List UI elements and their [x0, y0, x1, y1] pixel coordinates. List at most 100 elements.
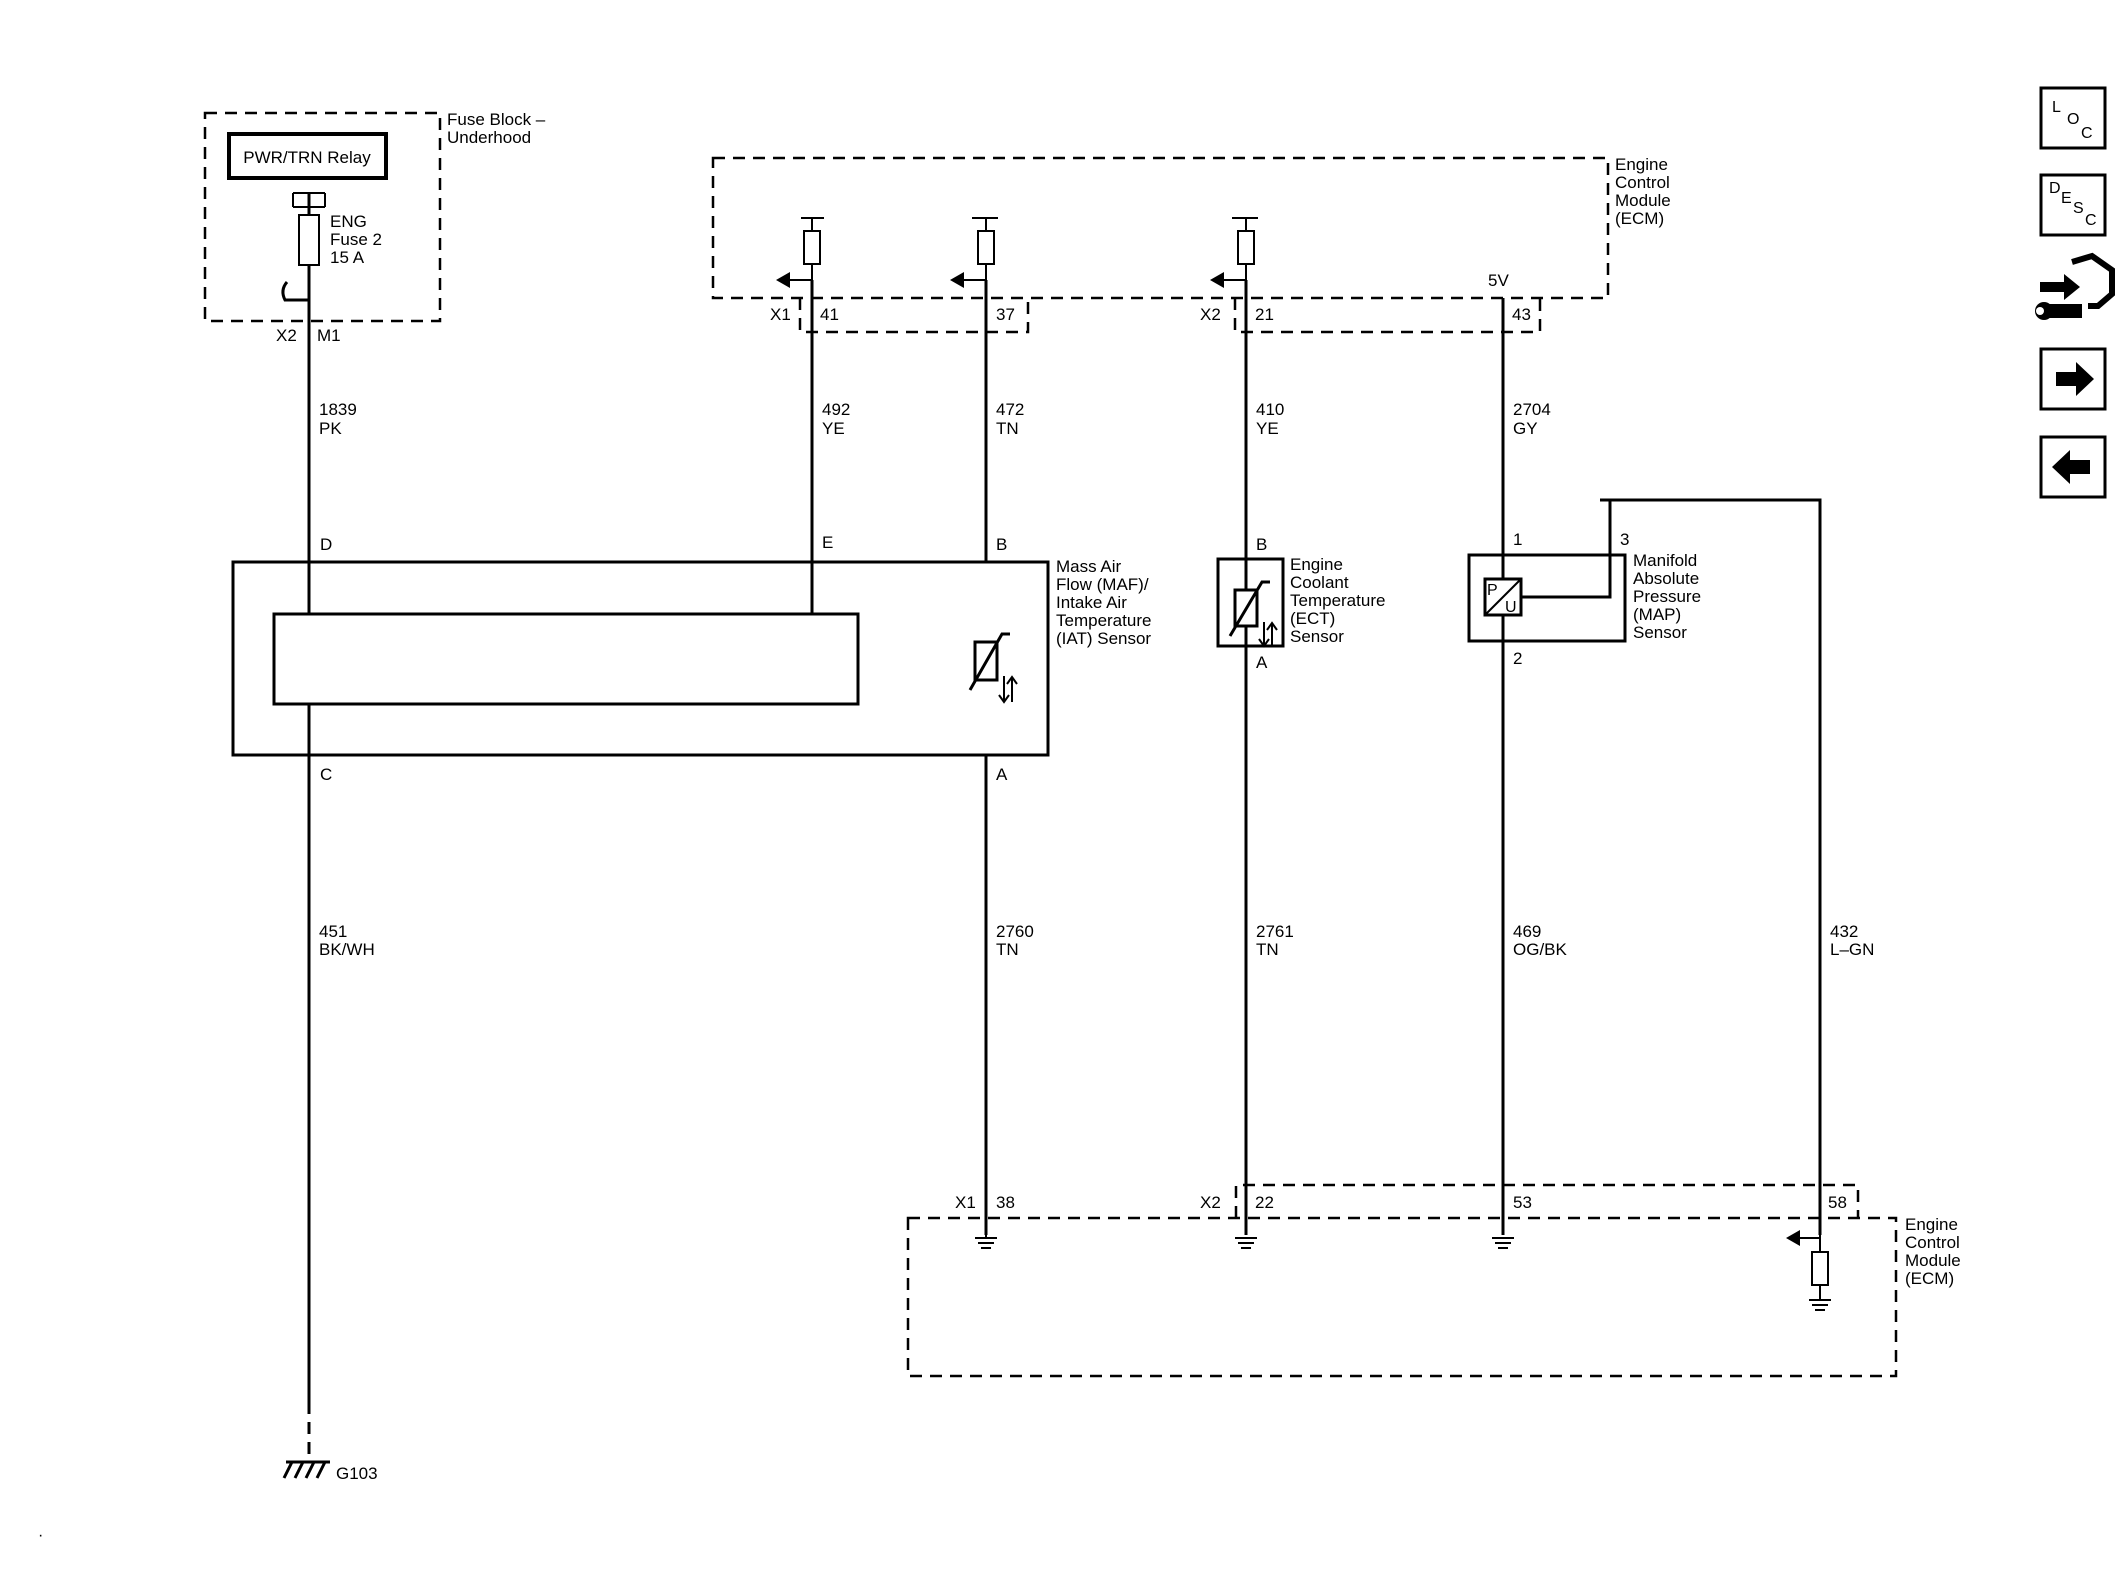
arrow-right-icon — [2056, 362, 2094, 396]
desc-c: C — [2085, 212, 2097, 229]
ecm-pulldown-58 — [1786, 1230, 1831, 1311]
ecm-ground-22 — [1235, 1237, 1257, 1249]
wire-color-ogbk: OG/BK — [1513, 940, 1568, 959]
ecm-pullup-41 — [776, 217, 824, 288]
connector-wrench-icon — [2035, 252, 2115, 320]
fuse-symbol — [298, 214, 320, 266]
maf-pin-a: A — [996, 765, 1008, 784]
ect-label-line3: Temperature — [1290, 591, 1385, 610]
ecm-top-line1: Engine — [1615, 155, 1668, 174]
ecm-top-line2: Control — [1615, 173, 1670, 192]
desc-e: E — [2061, 190, 2072, 207]
loc-button[interactable]: L O C — [2039, 86, 2107, 150]
fuse-block-title-line2: Underhood — [447, 128, 531, 147]
ecm-bottom-pin-38: 38 — [996, 1193, 1015, 1212]
iat-thermistor-symbol — [968, 632, 1018, 704]
wire-color-ye: YE — [822, 419, 845, 438]
arrow-left-icon — [2052, 450, 2090, 484]
map-glyph-p: P — [1487, 582, 1498, 599]
wire-circuit-410: 410 — [1256, 400, 1284, 419]
fuse-label-line2: Fuse 2 — [330, 230, 382, 249]
ecm-top-conn-x2: X2 — [1200, 305, 1221, 324]
map-label-line1: Manifold — [1633, 551, 1697, 570]
ect-pin-b: B — [1256, 535, 1267, 554]
ecm-top: Engine Control Module (ECM) 5V X1 41 37 … — [711, 155, 1671, 334]
desc-s: S — [2073, 200, 2084, 217]
wire-color-bkwh: BK/WH — [319, 940, 375, 959]
desc-button[interactable]: D E S C — [2039, 173, 2107, 237]
ecm-bottom-pin-22: 22 — [1255, 1193, 1274, 1212]
ect-pin-a: A — [1256, 653, 1268, 672]
corner-dot: · — [38, 1527, 43, 1544]
map-label-line2: Absolute — [1633, 569, 1699, 588]
ground-label: G103 — [336, 1464, 378, 1483]
wire-circuit-451: 451 — [319, 922, 347, 941]
maf-label-line1: Mass Air — [1056, 557, 1122, 576]
ecm-top-line3: Module — [1615, 191, 1671, 210]
relay-label: PWR/TRN Relay — [243, 148, 371, 167]
ecm-top-connector-x1 — [798, 298, 1030, 334]
map-pin-1: 1 — [1513, 530, 1522, 549]
maf-iat-sensor: D E B C A Mass Air Flow (MAF)/ Intake Ai… — [231, 533, 1151, 784]
maf-pin-b: B — [996, 535, 1007, 554]
fuse-label-line1: ENG — [330, 212, 367, 231]
ecm-5v-label: 5V — [1488, 271, 1509, 290]
wire-color-gy: GY — [1513, 419, 1538, 438]
ecm-top-pin-21: 21 — [1255, 305, 1274, 324]
previous-button[interactable] — [2039, 435, 2107, 499]
next-button[interactable] — [2039, 347, 2107, 411]
map-sensor: P U 1 2 3 Manifold Absolute Pressure (MA… — [1467, 498, 1701, 668]
fuse-block-title-line1: Fuse Block – — [447, 110, 546, 129]
fuse-label-line3: 15 A — [330, 248, 365, 267]
ecm-bottom-pin-53: 53 — [1513, 1193, 1532, 1212]
wire-circuit-2704: 2704 — [1513, 400, 1551, 419]
ecm-bottom-line2: Control — [1905, 1233, 1960, 1252]
ect-thermistor-symbol — [1228, 580, 1278, 648]
fuse-block-outline — [203, 111, 442, 323]
wire-color-lgn: L–GN — [1830, 940, 1874, 959]
wire-432 — [1600, 498, 1822, 1235]
ect-sensor: B A Engine Coolant Temperature (ECT) Sen… — [1216, 535, 1385, 672]
maf-element — [272, 612, 860, 706]
ecm-pullup-21 — [1210, 217, 1258, 288]
loc-c: C — [2081, 125, 2093, 142]
fuse-block: Fuse Block – Underhood PWR/TRN Relay ENG… — [203, 110, 546, 345]
ecm-bottom-line4: (ECM) — [1905, 1269, 1954, 1288]
maf-label-line2: Flow (MAF)/ — [1056, 575, 1149, 594]
loc-l: L — [2052, 99, 2061, 116]
ecm-top-pin-41: 41 — [820, 305, 839, 324]
wire-circuit-469: 469 — [1513, 922, 1541, 941]
connector-hook — [281, 281, 309, 302]
ecm-bottom: X1 38 X2 22 53 58 Engine Control Module … — [906, 1183, 1961, 1378]
wire-circuit-2760: 2760 — [996, 922, 1034, 941]
maf-pin-d: D — [320, 535, 332, 554]
ecm-bottom-line3: Module — [1905, 1251, 1961, 1270]
connector-view-button[interactable] — [2035, 252, 2115, 320]
ecm-top-connector-x2 — [1233, 298, 1542, 334]
map-glyph-u: U — [1505, 599, 1517, 616]
ecm-top-pin-43: 43 — [1512, 305, 1531, 324]
wire-color-tn-2: TN — [996, 940, 1019, 959]
fuse-conn-label: X2 — [276, 326, 297, 345]
wire-color-ye-2: YE — [1256, 419, 1279, 438]
desc-d: D — [2049, 180, 2061, 197]
ecm-bottom-line1: Engine — [1905, 1215, 1958, 1234]
ect-label-line1: Engine — [1290, 555, 1343, 574]
wire-circuit-472: 472 — [996, 400, 1024, 419]
ecm-top-pin-37: 37 — [996, 305, 1015, 324]
ecm-top-outline — [711, 156, 1610, 300]
wire-color-pk: PK — [319, 419, 342, 438]
map-label-line5: Sensor — [1633, 623, 1687, 642]
wire-circuit-492: 492 — [822, 400, 850, 419]
ecm-bottom-pin-58: 58 — [1828, 1193, 1847, 1212]
ect-label-line4: (ECT) — [1290, 609, 1335, 628]
maf-label-line3: Intake Air — [1056, 593, 1127, 612]
map-label-line3: Pressure — [1633, 587, 1701, 606]
ect-label-line5: Sensor — [1290, 627, 1344, 646]
maf-pin-e: E — [822, 533, 833, 552]
wire-circuit-1839: 1839 — [319, 400, 357, 419]
map-pin-2: 2 — [1513, 649, 1522, 668]
maf-label-line5: (IAT) Sensor — [1056, 629, 1151, 648]
ecm-bottom-conn-x1: X1 — [955, 1193, 976, 1212]
